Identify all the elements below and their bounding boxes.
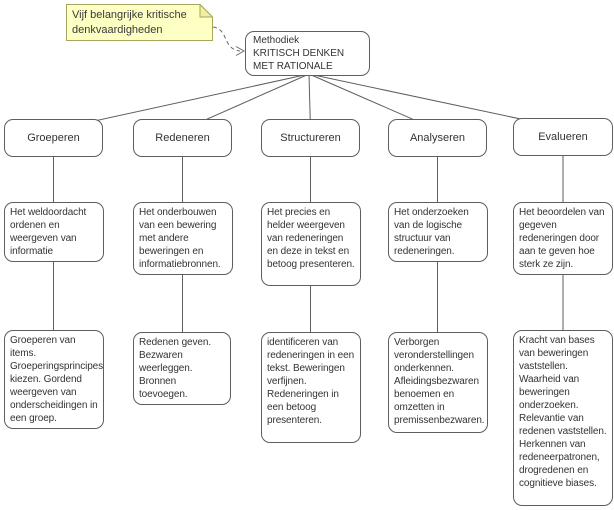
category-label: Structureren: [280, 132, 341, 144]
category-node-redeneren[interactable]: Redeneren: [133, 119, 232, 157]
category-node-evalueren[interactable]: Evalueren: [513, 118, 613, 156]
root-node-kicker: Methodiek: [253, 35, 300, 46]
description-node-analyseren[interactable]: Het onderzoeken van de logische structuu…: [388, 202, 488, 262]
category-node-structureren[interactable]: Structureren: [261, 119, 360, 157]
category-label: Evalueren: [538, 131, 588, 143]
category-label: Groeperen: [27, 132, 80, 144]
skills-text: Verborgen veronderstellingen onderkennen…: [394, 337, 485, 426]
note-arrowhead: [235, 46, 246, 56]
skills-node-evalueren[interactable]: Kracht van bases van beweringen vaststel…: [513, 330, 613, 506]
sticky-note[interactable]: Vijf belangrijke kritische denkvaardighe…: [66, 4, 213, 41]
skills-node-analyseren[interactable]: Verborgen veronderstellingen onderkennen…: [388, 332, 488, 433]
root-node[interactable]: Methodiek KRITISCH DENKEN MET RATIONALE: [245, 31, 370, 76]
category-node-analyseren[interactable]: Analyseren: [388, 119, 487, 157]
sticky-note-text: Vijf belangrijke kritische denkvaardighe…: [72, 9, 187, 36]
skills-text: Groeperen van items. Groeperingsprincipe…: [10, 335, 104, 424]
skills-text: Redenen geven. Bezwaren weerleggen. Bron…: [139, 337, 211, 400]
skills-text: identificeren van redeneringen in een te…: [267, 337, 355, 426]
note-arrow-line: [212, 26, 241, 52]
skills-node-structureren[interactable]: identificeren van redeneringen in een te…: [261, 332, 361, 443]
folded-corner: [199, 4, 213, 18]
description-node-structureren[interactable]: Het precies en helder weergeven van rede…: [261, 202, 361, 286]
description-text: Het weldoordacht ordenen en weergeven va…: [10, 207, 87, 257]
category-label: Analyseren: [409, 132, 466, 144]
skills-text: Kracht van bases van beweringen vaststel…: [519, 335, 607, 489]
description-node-evalueren[interactable]: Het beoordelen van gegeven redeneringen …: [513, 202, 613, 275]
description-text: Het onderzoeken van de logische structuu…: [394, 207, 469, 257]
root-node-title-line1: KRITISCH DENKEN: [253, 48, 345, 59]
description-node-groeperen[interactable]: Het weldoordacht ordenen en weergeven va…: [4, 202, 104, 262]
sticky-note-shape: [66, 4, 213, 41]
category-label: Redeneren: [155, 132, 210, 144]
skills-node-redeneren[interactable]: Redenen geven. Bezwaren weerleggen. Bron…: [133, 332, 231, 405]
description-node-redeneren[interactable]: Het onderbouwen van een bewering met and…: [133, 202, 233, 275]
description-text: Het onderbouwen van een bewering met and…: [139, 207, 221, 270]
description-text: Het precies en helder weergeven van rede…: [267, 207, 355, 270]
category-node-groeperen[interactable]: Groeperen: [4, 119, 103, 157]
skills-node-groeperen[interactable]: Groeperen van items. Groeperingsprincipe…: [4, 330, 104, 429]
description-text: Het beoordelen van gegeven redeneringen …: [519, 207, 605, 270]
root-node-title-line2: MET RATIONALE: [253, 61, 333, 72]
